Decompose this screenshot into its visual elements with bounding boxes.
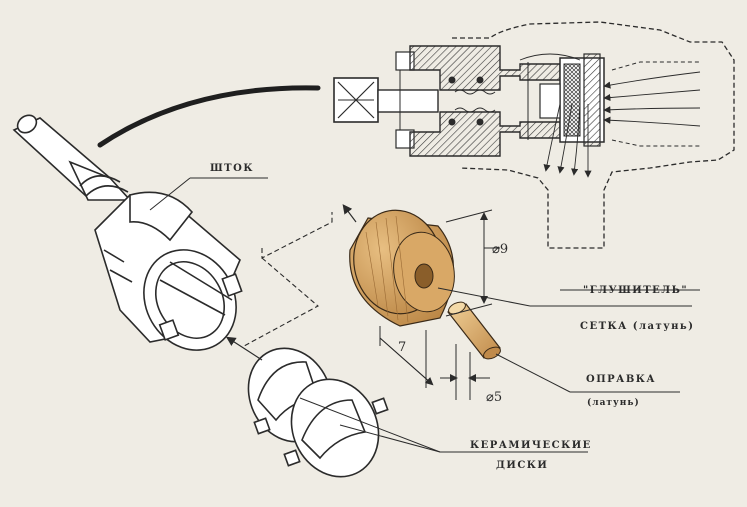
ceramic-discs xyxy=(247,347,389,478)
silencer-part xyxy=(349,209,455,327)
label-ceramic-2: ДИСКИ xyxy=(496,460,549,471)
mandrel-part xyxy=(447,301,501,360)
label-stem: ШТОК xyxy=(210,163,254,174)
label-mesh: СЕТКА (латунь) xyxy=(580,321,695,332)
dimension-lines xyxy=(379,209,500,400)
assembly-arrow-discs xyxy=(225,336,263,361)
discs-leader xyxy=(339,424,441,453)
cross-section-view xyxy=(97,21,735,249)
mandrel-leader xyxy=(495,353,571,393)
label-ceramic-1: КЕРАМИЧЕСКИЕ xyxy=(470,440,592,451)
assembly-path-silencer xyxy=(261,212,333,259)
dim-mandrel-diameter: ⌀5 xyxy=(486,390,503,405)
dim-silencer-diameter: ⌀9 xyxy=(492,242,509,257)
label-silencer: "ГЛУШИТЕЛЬ" xyxy=(583,285,689,296)
label-mandrel-material: (латунь) xyxy=(587,398,640,408)
dim-length: 7 xyxy=(398,340,407,355)
stem-leader xyxy=(149,177,191,211)
stem-part xyxy=(12,114,243,351)
label-mandrel: ОПРАВКА xyxy=(586,374,657,385)
